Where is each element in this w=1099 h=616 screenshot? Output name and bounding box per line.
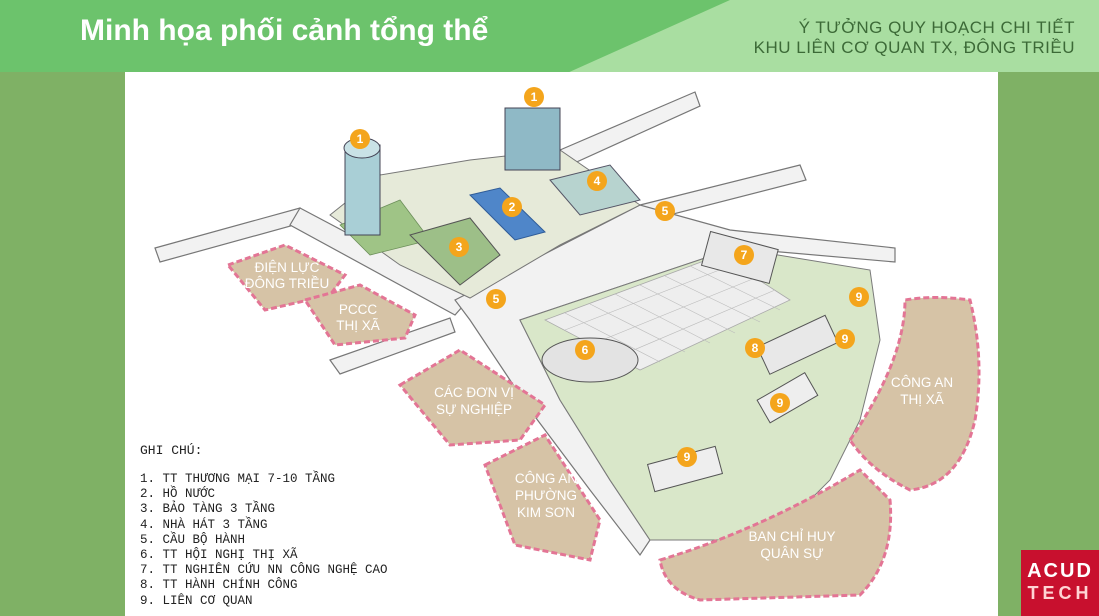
legend-title: GHI CHÚ: [140,443,203,458]
legend-item: 8. TT HÀNH CHÍNH CÔNG [140,578,298,593]
commercial-tower-west [344,144,381,236]
marker-3 [449,237,469,257]
marker-9-d [677,447,697,467]
marker-label-4: 4 [594,174,601,188]
marker-1-north [524,87,544,107]
acud-tech-logo: ACUD TECH [1021,550,1099,616]
marker-6 [575,340,595,360]
subtitle-line-2: KHU LIÊN CƠ QUAN TX, ĐÔNG TRIỀU [753,38,1075,57]
marker-label-7: 7 [741,248,748,262]
parcel-labels: ĐIỆN LỰC ĐÔNG TRIỀU PCCC THỊ XÃ CÁC ĐƠN … [245,260,953,561]
marker-label-9-d: 9 [684,450,691,464]
parcel-label-ca-thi-xa-2: THỊ XÃ [900,392,944,407]
conference-centre-building [541,337,639,383]
legend-item: 2. HỒ NƯỚC [140,487,216,502]
logo-line-1: ACUD [1027,560,1093,582]
legend-item: 1. TT THƯƠNG MẠI 7-10 TẦNG [140,472,336,486]
parcel-ca-thi-xa [848,296,981,492]
parcel-label-dien-luc-2: ĐÔNG TRIỀU [245,276,330,291]
marker-label-8: 8 [752,341,759,355]
subtitle-line-1: Ý TƯỞNG QUY HOẠCH CHI TIẾT [798,18,1075,37]
parcel-pccc [302,283,417,347]
marker-label-9-b: 9 [842,332,849,346]
marker-9-c [770,393,790,413]
marker-label-5-east: 5 [662,204,669,218]
plaza-grid-lines [564,261,781,363]
parcel-ca-phuong [483,433,602,562]
road-southwest-spur [329,317,456,375]
public-admin-building [756,314,839,375]
marker-label-1-north: 1 [531,90,538,104]
marker-2 [502,197,522,217]
marker-label-3: 3 [456,240,463,254]
road-network [154,91,896,557]
parcel-label-ca-phuong-3: KIM SƠN [517,505,575,520]
surrounding-parcels [225,243,981,602]
legend-item: 5. CẦU BỘ HÀNH [140,532,246,547]
parcel-label-chi-huy-2: QUÂN SỰ [760,546,823,561]
legend-item: 3. BẢO TÀNG 3 TẦNG [140,502,276,517]
legend-box: GHI CHÚ: 1. TT THƯƠNG MẠI 7-10 TẦNG 2. H… [140,443,388,609]
marker-label-2: 2 [509,200,516,214]
parcel-label-chi-huy-1: BAN CHỈ HUY [748,529,835,544]
legend-item: 6. TT HỘI NGHỊ THỊ XÃ [140,548,298,563]
road-northeast-spur [559,91,701,166]
commercial-tower-north [504,107,561,171]
marker-label-6: 6 [582,343,589,357]
marker-5-east [655,201,675,221]
legend-item: 9. LIÊN CƠ QUAN [140,593,253,608]
project-subtitle: Ý TƯỞNG QUY HOẠCH CHI TIẾT KHU LIÊN CƠ Q… [655,18,1075,58]
parcel-chi-huy [658,468,893,602]
parcel-label-ca-phuong-2: PHƯỜNG [515,488,577,503]
parcel-label-don-vi-1: CÁC ĐƠN VỊ [434,385,514,400]
header-bar: Minh họa phối cảnh tổng thể Ý TƯỞNG QUY … [0,0,1099,72]
marker-9-a [849,287,869,307]
parcel-label-ca-thi-xa-1: CÔNG AN [891,375,953,390]
parcel-dien-luc [225,243,348,312]
parcel-label-ca-phuong-1: CÔNG AN [515,471,577,486]
marker-label-9-c: 9 [777,396,784,410]
legend-item: 4. NHÀ HÁT 3 TẦNG [140,517,268,532]
parcel-label-don-vi-2: SỰ NGHIỆP [436,402,512,417]
page-title: Minh họa phối cảnh tổng thể [80,14,489,47]
marker-label-5-west: 5 [493,292,500,306]
marker-7 [734,245,754,265]
parcel-label-pccc-1: PCCC [339,302,378,317]
marker-5-west [486,289,506,309]
marker-label-9-a: 9 [856,290,863,304]
legend-item: 7. TT NGHIÊN CỨU NN CÔNG NGHỆ CAO [140,563,388,578]
marker-4 [587,171,607,191]
logo-line-2: TECH [1027,583,1093,603]
parcel-don-vi [397,348,548,447]
marker-9-b [835,329,855,349]
numbered-markers: 1 1 2 3 4 5 5 6 7 8 9 9 9 9 [350,87,869,467]
parcel-label-dien-luc-1: ĐIỆN LỰC [255,260,320,275]
marker-1-west [350,129,370,149]
marker-label-1-west: 1 [357,132,364,146]
parcel-label-pccc-2: THỊ XÃ [336,318,380,333]
marker-8 [745,338,765,358]
